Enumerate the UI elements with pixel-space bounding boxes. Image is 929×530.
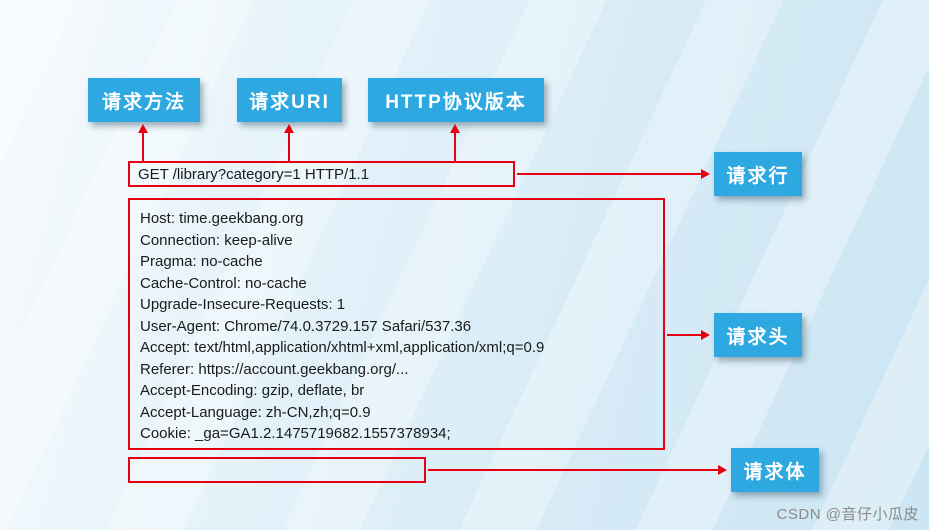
arrow-up-uri-icon (284, 124, 294, 133)
header-line: Pragma: no-cache (140, 253, 263, 270)
arrow-up-uri-line (288, 133, 290, 161)
arrow-right-request-headers (667, 334, 703, 336)
arrow-up-method-line (142, 133, 144, 161)
label-request-method: 请求方法 (88, 78, 200, 122)
arrow-right-request-line-icon (701, 169, 710, 179)
header-line: Cookie: _ga=GA1.2.1475719682.1557378934; (140, 425, 451, 442)
header-line: User-Agent: Chrome/74.0.3729.157 Safari/… (140, 317, 472, 335)
watermark: CSDN @音仔小瓜皮 (776, 506, 919, 523)
header-line: Accept-Language: zh-CN,zh;q=0.9 (140, 403, 371, 421)
label-request-headers: 请求头 (714, 313, 802, 357)
header-line: Connection: keep-alive (140, 231, 293, 249)
header-line: Referer: https://account.geekbang.org/..… (140, 360, 409, 378)
request-line-text: GET /library?category=1 HTTP/1.1 (138, 166, 370, 183)
arrow-right-request-body (428, 469, 720, 471)
request-headers-content: Host: time.geekbang.org Connection: keep… (130, 200, 663, 453)
arrow-up-method-icon (138, 124, 148, 133)
header-line: Accept: text/html,application/xhtml+xml,… (140, 339, 545, 356)
header-line: Upgrade-Insecure-Requests: 1 (140, 296, 346, 313)
arrow-right-request-line (517, 173, 703, 175)
label-request-body: 请求体 (731, 448, 819, 492)
label-request-uri: 请求URI (237, 78, 342, 122)
arrow-up-version-line (454, 133, 456, 161)
arrow-right-request-body-icon (718, 465, 727, 475)
label-http-version: HTTP协议版本 (368, 78, 544, 122)
header-line: Host: time.geekbang.org (140, 210, 304, 227)
request-headers-box: Host: time.geekbang.org Connection: keep… (128, 198, 665, 450)
arrow-up-version-icon (450, 124, 460, 133)
header-line: Cache-Control: no-cache (140, 274, 307, 292)
label-request-line: 请求行 (714, 152, 802, 196)
request-line-box: GET /library?category=1 HTTP/1.1 (128, 161, 515, 187)
header-line: Accept-Encoding: gzip, deflate, br (140, 382, 365, 399)
arrow-right-request-headers-icon (701, 330, 710, 340)
request-body-box (128, 457, 426, 483)
